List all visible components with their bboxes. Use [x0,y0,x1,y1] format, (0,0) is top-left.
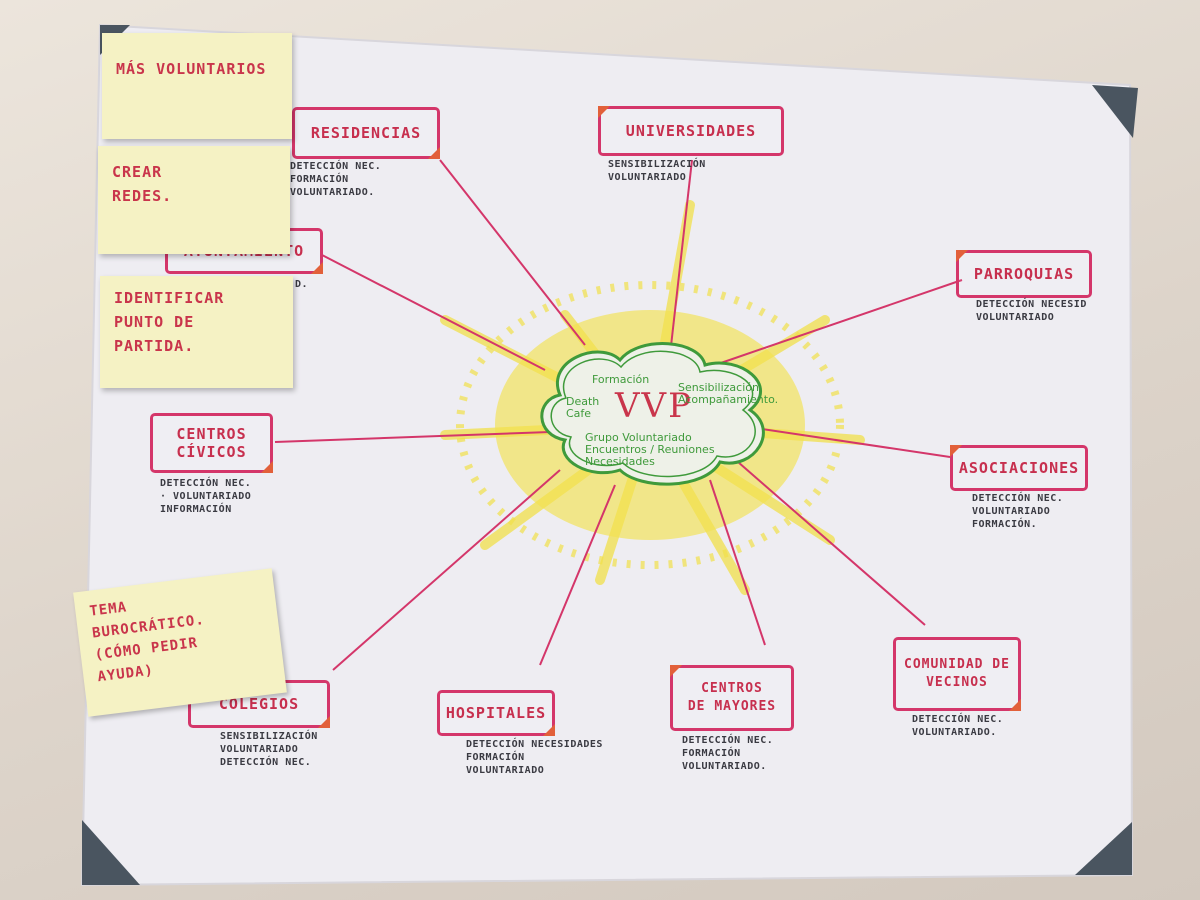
corner-mark [261,461,273,473]
sticky-tema-burocratico: Tema burocrático. (cómo pedir ayuda) [73,568,287,717]
center-label: VVP [615,386,693,426]
node-universidades: Universidades [598,106,784,156]
node-hospitales: Hospitales [437,690,555,736]
node-universidades-title: Universidades [625,122,757,140]
central-cloud [540,342,765,486]
corner-mark [1009,699,1021,711]
sticky-mas-voluntarios: Más voluntarios [102,33,292,139]
node-parroquias: Parroquias [956,250,1092,298]
corner-mark [670,665,682,677]
node-parroquias-title: Parroquias [973,265,1075,283]
node-comunidad-vecinos: Comunidad de vecinos [893,637,1021,711]
node-comunidad-vecinos-title: Comunidad de vecinos [904,657,1010,690]
node-asociaciones: Asociaciones [950,445,1088,491]
corner-mark [956,250,968,262]
node-hospitales-title: Hospitales [445,704,547,722]
node-ayuntamiento-details: D. [295,279,309,290]
cloud-sensibilizacion: Sensibilización Acompañamiento. [678,381,779,406]
node-parroquias-details: Detección necesid Voluntariado [976,299,1087,323]
corner-mark [543,724,555,736]
corner-mark [598,106,610,118]
node-centros-mayores-details: Detección nec. Formación Voluntariado. [682,735,774,772]
node-universidades-details: Sensibilización Voluntariado [608,159,706,183]
highlighter-sun-outer [456,281,844,569]
node-colegios-title: Colegios [218,695,300,713]
cloud-formacion: Formación [592,373,650,386]
node-centros-civicos-details: Detección nec. · Voluntariado Informació… [160,478,252,515]
tape-top-right [1092,85,1138,138]
tape-bottom-left [82,820,140,885]
sticky-crear-redes: Crear redes. [98,146,290,254]
sticky-identificar: Identificar punto de partida. [100,276,293,388]
corner-mark [950,445,962,457]
node-residencias: Residencias [292,107,440,159]
node-centros-mayores-title: Centros de mayores [687,681,777,714]
node-residencias-title: Residencias [310,124,422,142]
node-asociaciones-details: Detección nec. Voluntariado Formación. [972,493,1064,530]
node-centros-civicos-title: Centros cívicos [176,425,247,461]
corner-mark [318,716,330,728]
tape-bottom-right [1075,822,1132,875]
node-centros-civicos: Centros cívicos [150,413,273,473]
node-residencias-details: Detección nec. Formación Voluntariado. [290,161,382,198]
node-centros-mayores: Centros de mayores [670,665,794,731]
node-comunidad-vecinos-details: Detección nec. Voluntariado. [912,714,1004,738]
connector-lines [274,159,963,671]
node-hospitales-details: Detección necesidades Formación Voluntar… [466,739,603,776]
cloud-death-cafe: Death Cafe [566,395,600,420]
corner-mark [311,262,323,274]
cloud-grupo: Grupo Voluntariado Encuentros / Reunione… [585,431,715,468]
corner-mark [428,147,440,159]
node-asociaciones-title: Asociaciones [958,459,1080,477]
node-colegios-details: Sensibilización Voluntariado Detección n… [220,731,318,768]
